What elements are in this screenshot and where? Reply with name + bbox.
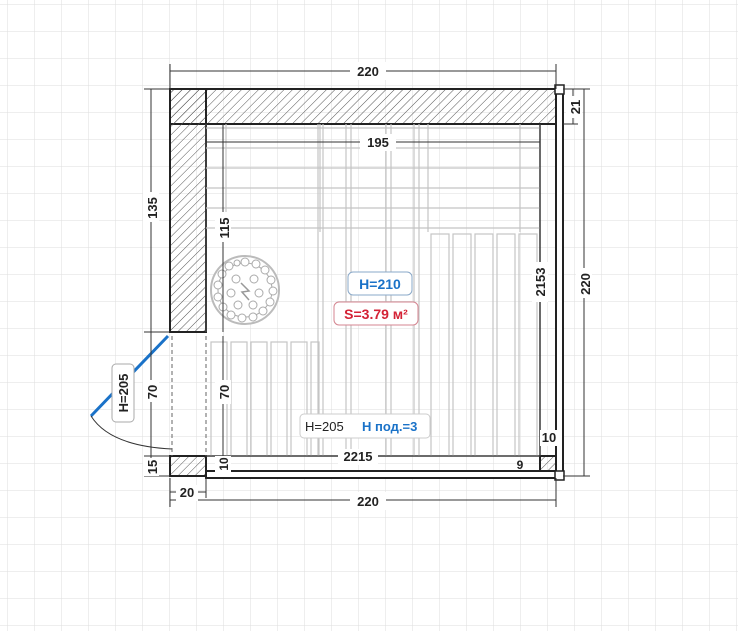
area-label: S=3.79 м² (344, 306, 408, 322)
wall-bottom[interactable] (205, 470, 557, 479)
dim-inner-right-suffix: 3 (533, 268, 548, 275)
dim-corner-top-right: 21 (568, 100, 583, 114)
dim-left-lower: 15 (145, 460, 160, 474)
dim-inner-bottom-prefix: 2 (344, 449, 351, 464)
wall-left-lower[interactable] (169, 455, 207, 477)
dim-inner-bottom: 215 (351, 449, 373, 464)
dim-left-door: 70 (145, 385, 160, 399)
svg-text:2153: 2153 (533, 268, 548, 297)
dim-inner-right: 215 (533, 275, 548, 297)
wall-right[interactable] (555, 88, 564, 477)
area-badge[interactable]: S=3.79 м² (333, 301, 419, 326)
bench-height-badge[interactable]: H=205 H под.=3 (299, 413, 431, 439)
dim-wall-left-bottom: 20 (180, 485, 194, 500)
dim-bottom-width: 220 (357, 494, 379, 509)
dim-door-inner: 70 (217, 385, 232, 399)
wall-top[interactable] (169, 88, 557, 125)
dim-bottom-right-small: 9 (517, 458, 524, 472)
sauna-stove-icon[interactable] (210, 255, 280, 325)
door-height-badge[interactable]: H=205 (111, 363, 135, 423)
dimension-labels: 220 220 20 135 70 15 220 21 195 115 70 1… (143, 62, 593, 510)
dim-left-upper: 135 (145, 197, 160, 219)
height-label: H=210 (359, 276, 401, 292)
dim-inner-top: 195 (367, 135, 389, 150)
door-height-label: H=205 (116, 374, 131, 413)
wall-left-upper[interactable] (169, 88, 207, 333)
bench-height-label: H=205 (305, 419, 344, 434)
dim-bottom-wall-left: 10 (217, 457, 231, 471)
dim-top-width: 220 (357, 64, 379, 79)
dim-right-height: 220 (578, 273, 593, 295)
svg-text:2215: 2215 (344, 449, 373, 464)
floor-height-label: H под.=3 (362, 419, 417, 434)
dim-right-wall-bottom: 10 (542, 430, 556, 445)
dim-inner-left: 115 (217, 218, 232, 239)
height-badge[interactable]: H=210 (347, 271, 413, 296)
